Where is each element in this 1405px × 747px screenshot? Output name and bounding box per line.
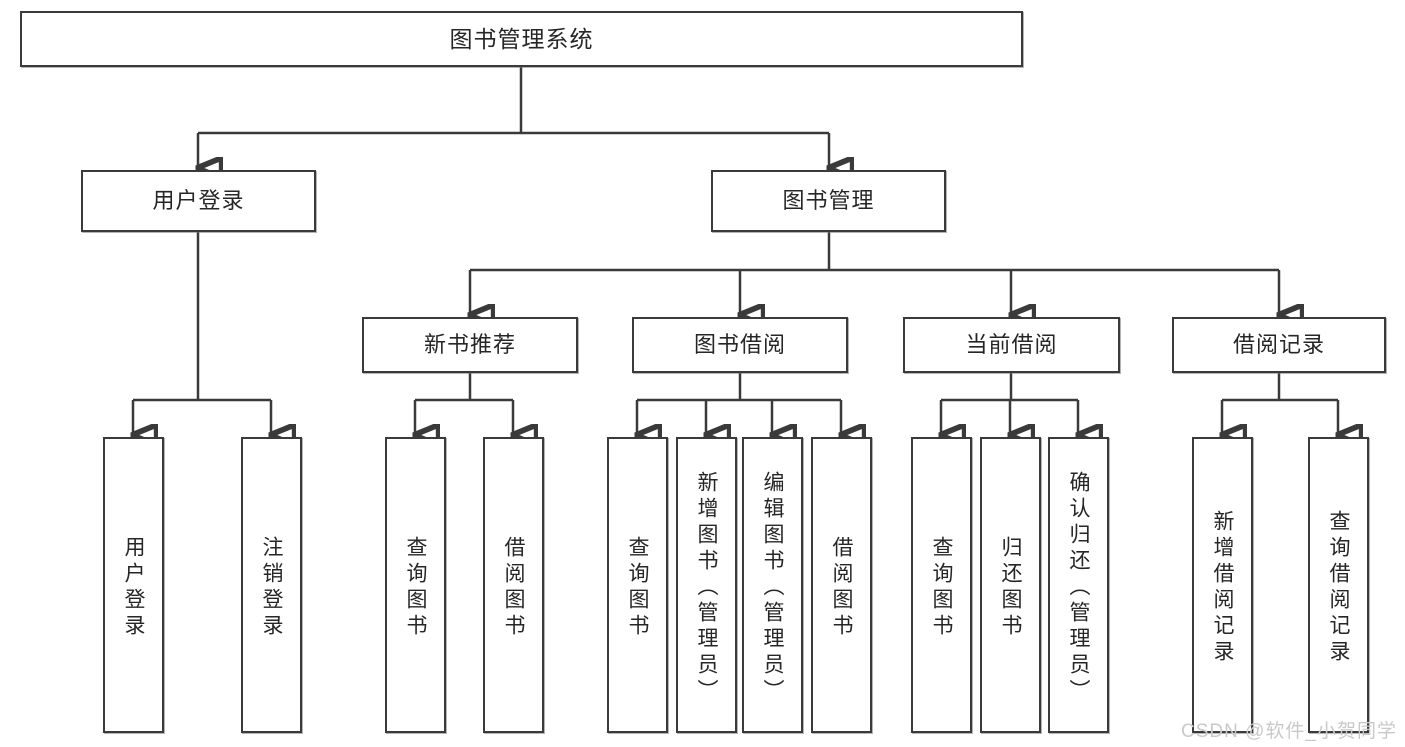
node-leaf-return-book[interactable]: 归还图书 bbox=[980, 437, 1041, 733]
node-label: 借阅图书 bbox=[502, 536, 525, 640]
node-label: 查询借阅记录 bbox=[1327, 510, 1350, 666]
node-label: 新增图书（管理员） bbox=[695, 471, 718, 705]
node-leaf-add-record[interactable]: 新增借阅记录 bbox=[1192, 437, 1253, 733]
node-leaf-borrow-book-2[interactable]: 借阅图书 bbox=[811, 437, 872, 733]
node-book-borrow[interactable]: 图书借阅 bbox=[632, 317, 848, 373]
node-label: 查询图书 bbox=[404, 536, 427, 640]
node-label: 图书管理系统 bbox=[449, 25, 594, 52]
node-label: 新增借阅记录 bbox=[1211, 510, 1234, 666]
watermark: CSDN @软件_小贺同学 bbox=[1181, 721, 1397, 742]
node-current-borrow[interactable]: 当前借阅 bbox=[903, 317, 1120, 373]
node-root-system[interactable]: 图书管理系统 bbox=[20, 11, 1023, 67]
node-label: 图书借阅 bbox=[693, 332, 786, 358]
node-label: 借阅记录 bbox=[1232, 332, 1325, 358]
node-label: 用户登录 bbox=[152, 188, 245, 214]
node-label: 用户登录 bbox=[122, 536, 145, 640]
node-label: 注销登录 bbox=[260, 536, 283, 640]
node-label: 查询图书 bbox=[930, 536, 953, 640]
node-leaf-query-record[interactable]: 查询借阅记录 bbox=[1308, 437, 1369, 733]
node-leaf-user-login[interactable]: 用户登录 bbox=[103, 437, 164, 733]
node-leaf-query-book-2[interactable]: 查询图书 bbox=[607, 437, 668, 733]
node-label: 查询图书 bbox=[626, 536, 649, 640]
node-book-manage[interactable]: 图书管理 bbox=[711, 170, 946, 232]
node-label: 借阅图书 bbox=[830, 536, 853, 640]
node-leaf-edit-book[interactable]: 编辑图书（管理员） bbox=[742, 437, 803, 733]
node-user-login[interactable]: 用户登录 bbox=[81, 170, 316, 232]
node-label: 确认归还（管理员） bbox=[1067, 471, 1090, 705]
node-label: 当前借阅 bbox=[965, 332, 1058, 358]
node-leaf-query-book-3[interactable]: 查询图书 bbox=[911, 437, 972, 733]
node-leaf-logout[interactable]: 注销登录 bbox=[241, 437, 302, 733]
node-leaf-confirm-return[interactable]: 确认归还（管理员） bbox=[1048, 437, 1109, 733]
node-leaf-query-book-1[interactable]: 查询图书 bbox=[385, 437, 446, 733]
node-label: 新书推荐 bbox=[423, 332, 516, 358]
node-label: 归还图书 bbox=[999, 536, 1022, 640]
node-leaf-add-book[interactable]: 新增图书（管理员） bbox=[676, 437, 737, 733]
node-label: 编辑图书（管理员） bbox=[761, 471, 784, 705]
node-borrow-record[interactable]: 借阅记录 bbox=[1172, 317, 1386, 373]
node-label: 图书管理 bbox=[782, 188, 875, 214]
node-new-book-recommend[interactable]: 新书推荐 bbox=[362, 317, 578, 373]
node-leaf-borrow-book-1[interactable]: 借阅图书 bbox=[483, 437, 544, 733]
